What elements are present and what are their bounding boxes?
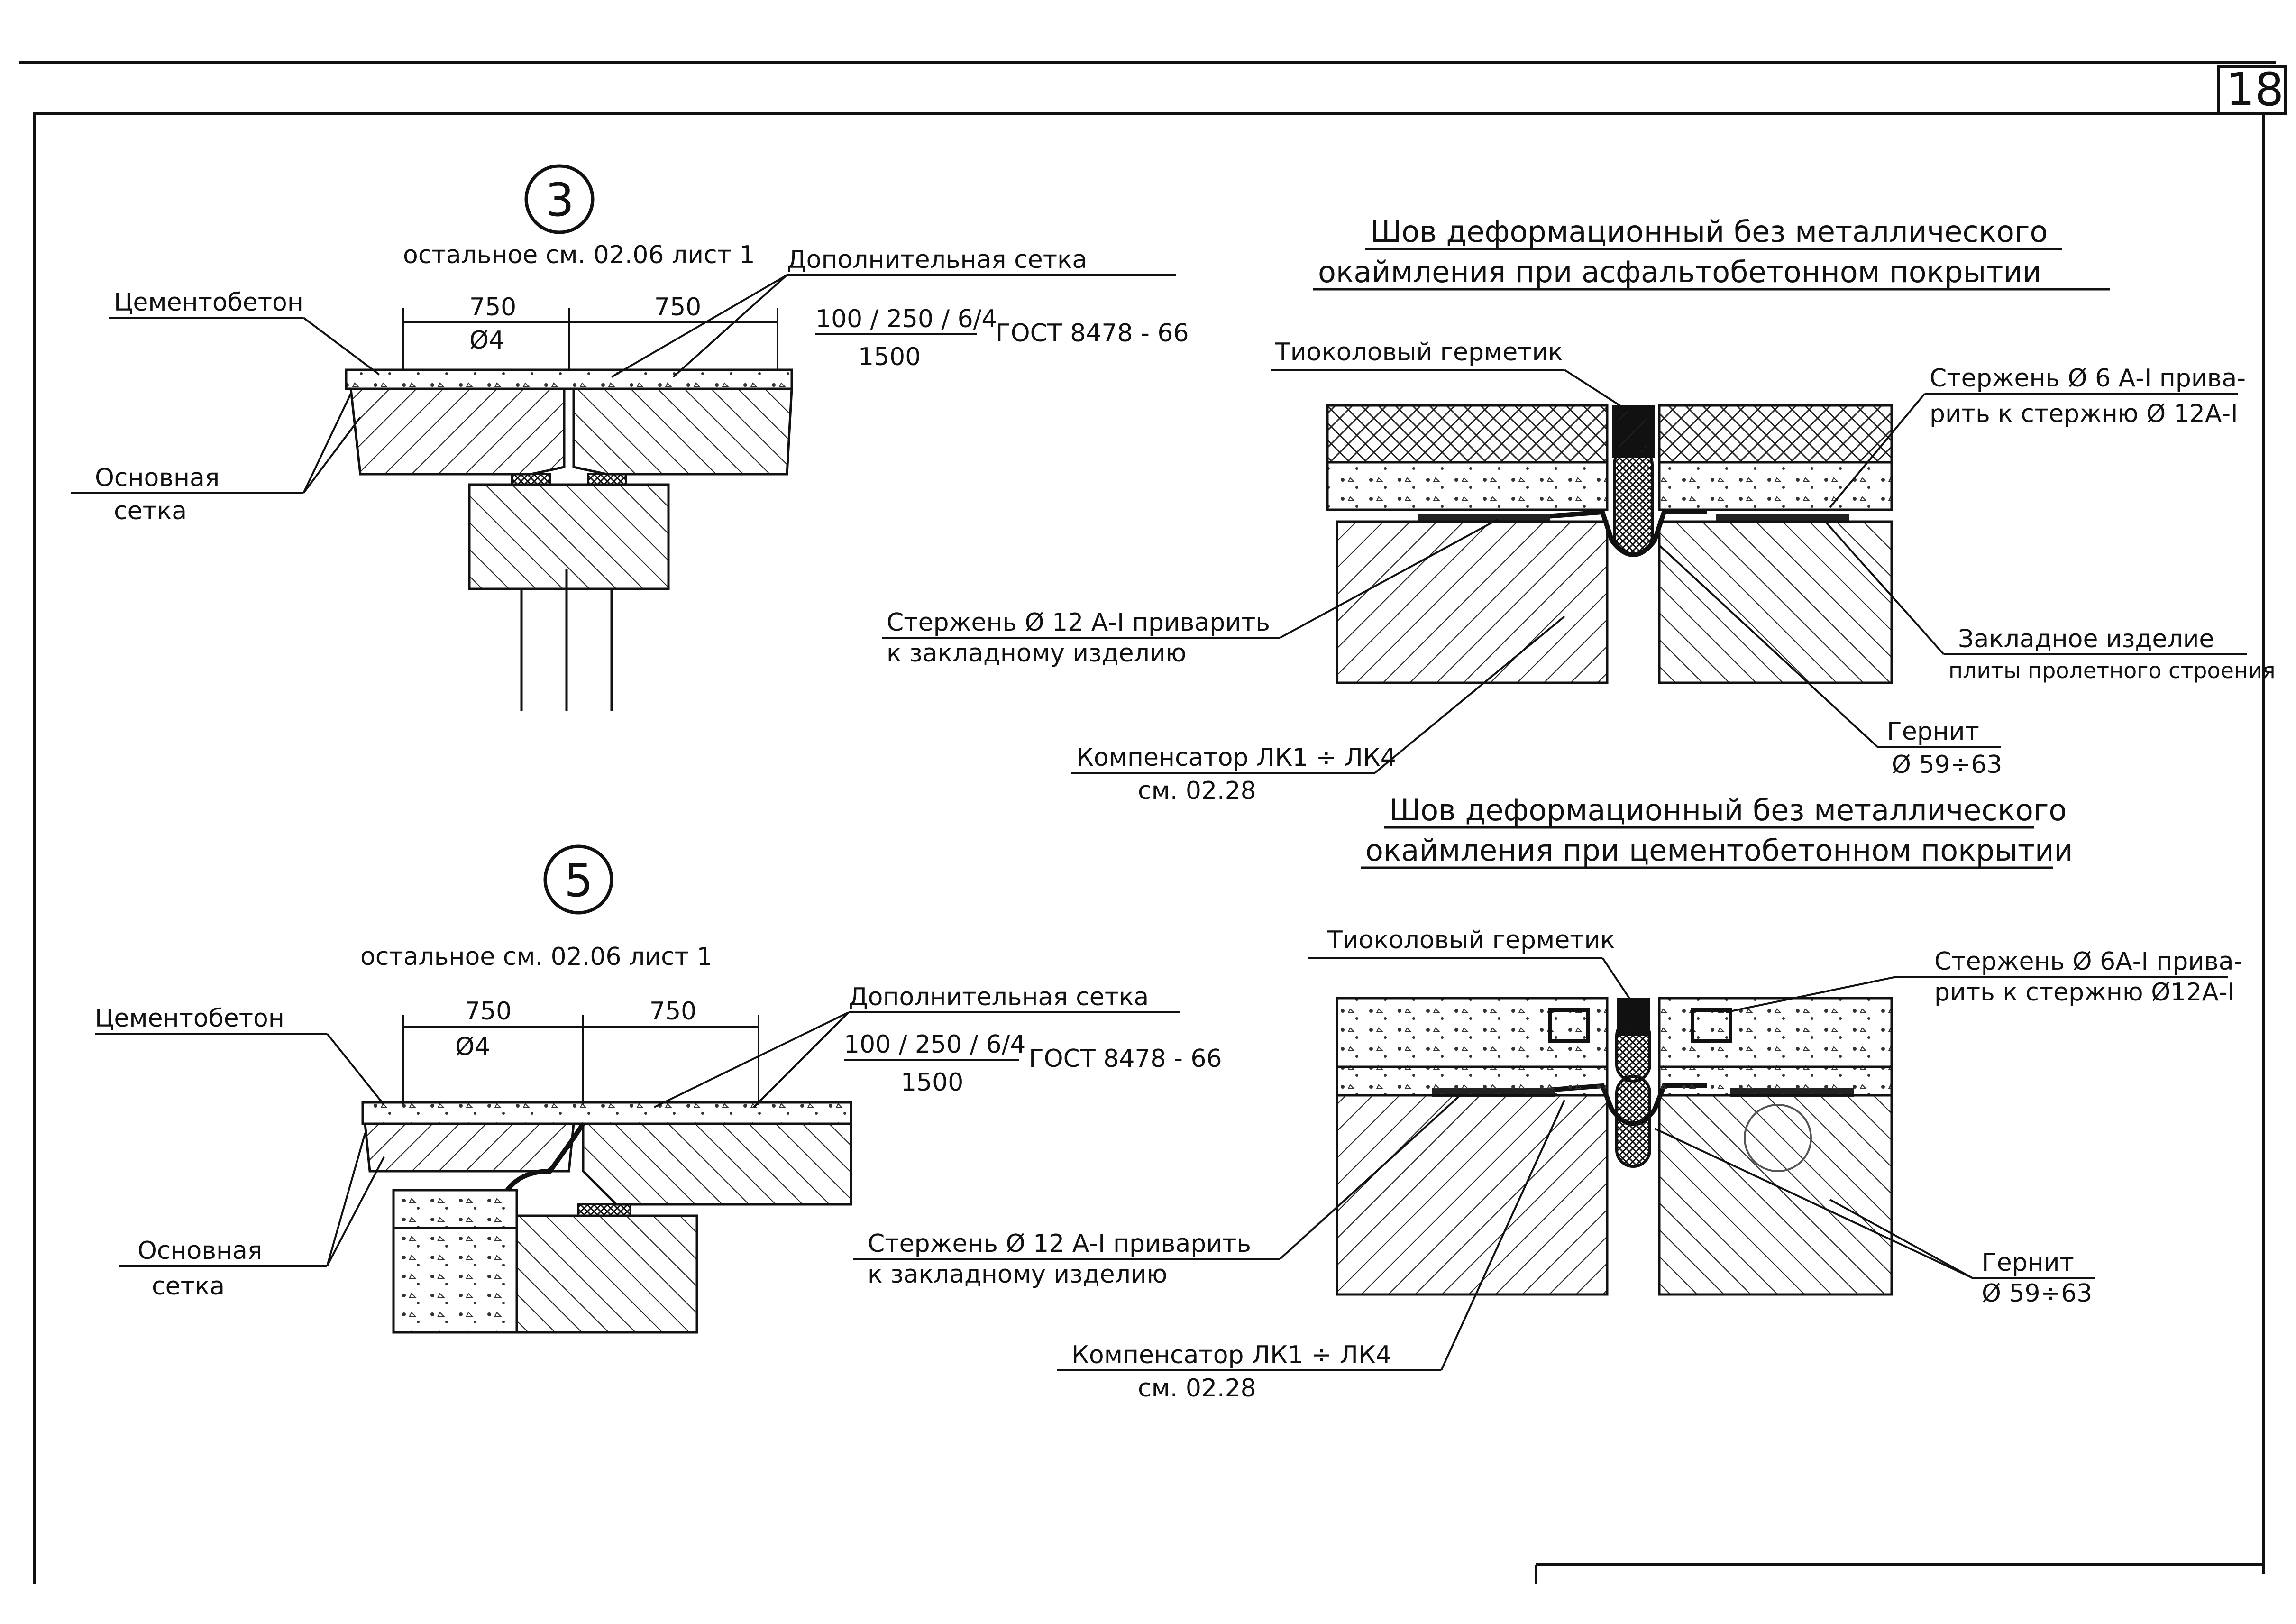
joint-cement-slab-left [1336, 1094, 1609, 1296]
detail-5-dim-left: 750 [465, 997, 512, 1026]
detail-3-bar-dia: Ø4 [469, 326, 504, 355]
detail-3-marker: 3 [545, 174, 574, 227]
detail-5-marker: 5 [564, 854, 593, 907]
joint-asphalt-leaders [882, 369, 2247, 774]
joint-asphalt-compensator [1540, 509, 1707, 557]
sheet-frame [19, 61, 2287, 1584]
detail-5-topping [361, 1101, 852, 1125]
detail-3-slab-right [572, 387, 793, 476]
detail-3-label-concrete: Цементобетон [114, 288, 303, 317]
joint-cement-gernit-top [1615, 1018, 1651, 1083]
joint-asphalt-slab-right [1658, 520, 1893, 684]
joint-cement-slab-right [1658, 1094, 1893, 1296]
joint-asphalt-rod6-2: рить к стержню Ø 12А-I [1930, 400, 2238, 428]
detail-3-add-mesh-len: 1500 [858, 343, 921, 371]
detail-5-bearing [577, 1203, 631, 1217]
joint-cement-rod12-1: Стержень Ø 12 А-I приварить [868, 1229, 1251, 1258]
detail-5-label-concrete: Цементобетон [95, 1004, 284, 1033]
joint-asphalt-gernit-1: Гернит [1887, 717, 1979, 746]
joint-cement-rod6-1: Стержень Ø 6А-I прива- [1934, 947, 2242, 976]
detail-5-note: остальное см. 02.06 лист 1 [360, 943, 713, 971]
detail-5-add-mesh-title: Дополнительная сетка [849, 983, 1149, 1011]
joint-asphalt-slab-left [1336, 520, 1609, 684]
detail-5-abutment-wall [392, 1189, 518, 1229]
detail-5: 5 остальное см. 02.06 лист 1 750 750 Ø4 [95, 844, 1222, 1334]
detail-5-slab-left [364, 1122, 575, 1173]
joint-cement-rod12-2: к закладному изделию [868, 1260, 1167, 1289]
detail-3-label-main-mesh-1: Основная [95, 464, 220, 492]
detail-3-dimension [402, 308, 778, 370]
joint-cement-leaders [853, 957, 2228, 1371]
joint-asphalt-comp-1: Компенсатор ЛК1 ÷ ЛК4 [1076, 743, 1396, 772]
detail-5-dimension [402, 1015, 759, 1105]
detail-3-dim-right: 750 [654, 293, 701, 321]
joint-asphalt-rod6-1: Стержень Ø 6 А-I прива- [1930, 364, 2246, 393]
joint-asphalt-title-1: Шов деформационный без металлического [1370, 214, 2048, 249]
joint-cement-screed-right [1658, 1065, 1893, 1097]
detail-3-bearing-right [587, 473, 627, 486]
detail-3-topping [345, 368, 793, 390]
detail-3: 3 остальное см. 02.06 лист 1 750 750 Ø4 [71, 164, 1189, 711]
joint-cement-screed-left [1336, 1065, 1609, 1097]
detail-3-label-main-mesh-2: сетка [114, 497, 187, 525]
joint-asphalt-rod12-1: Стержень Ø 12 А-I приварить [887, 608, 1270, 637]
joint-asphalt-screed-right [1658, 461, 1893, 511]
joint-cement-comp-1: Компенсатор ЛК1 ÷ ЛК4 [1071, 1341, 1391, 1369]
detail-5-leaders [95, 1011, 1180, 1267]
joint-cement-rod6-2: рить к стержню Ø12А-I [1934, 978, 2235, 1007]
joint-cement-callout-circle [1744, 1104, 1812, 1172]
detail-3-dim-left: 750 [469, 293, 516, 321]
detail-5-slab-right [582, 1122, 852, 1206]
joint-cement-rod-left [1548, 1008, 1590, 1043]
joint-cement-title-1: Шов деформационный без металлического [1389, 793, 2067, 827]
detail-5-dim-right: 750 [649, 997, 696, 1026]
joint-cement-sealant-label: Тиоколовый герметик [1327, 926, 1615, 954]
joint-asphalt-gernit-2: Ø 59÷63 [1892, 751, 2002, 779]
detail-5-add-mesh-spec: 100 / 250 / 6/4 [844, 1030, 1025, 1059]
joint-asphalt-comp-2: см. 02.28 [1138, 777, 1256, 805]
detail-3-add-mesh-std: ГОСТ 8478 - 66 [996, 319, 1189, 348]
detail-5-label-main-mesh-1: Основная [137, 1237, 262, 1265]
detail-3-note: остальное см. 02.06 лист 1 [403, 241, 755, 269]
detail-3-slab-left [349, 387, 566, 476]
detail-5-marker-circle [543, 844, 613, 915]
joint-asphalt-screed-left [1326, 461, 1609, 511]
joint-asphalt-title-2: окаймления при асфальтобетонном покрытии [1318, 255, 2041, 289]
detail-5-label-main-mesh-2: сетка [152, 1272, 225, 1301]
joint-cement-title-2: окаймления при цементобетонном покрытии [1365, 833, 2073, 868]
detail-5-add-mesh-std: ГОСТ 8478 - 66 [1029, 1045, 1222, 1073]
joint-asphalt-pavement-right [1658, 404, 1893, 464]
joint-asphalt-gernit [1613, 444, 1654, 556]
joint-asphalt-sealant-label: Тиоколовый герметик [1275, 338, 1563, 367]
detail-3-pier-cap [468, 483, 670, 590]
joint-asphalt: Шов деформационный без металлического ок… [882, 214, 2276, 805]
joint-cement-gernit-1: Гернит [1982, 1248, 2074, 1277]
detail-3-marker-circle [524, 164, 595, 234]
joint-cement-compensator [1540, 1083, 1707, 1126]
joint-asphalt-embed-2: плиты пролетного строения [1948, 658, 2276, 683]
joint-asphalt-pavement-left [1326, 404, 1609, 464]
detail-5-bar-dia: Ø4 [455, 1033, 490, 1061]
joint-asphalt-embed-1: Закладное изделие [1958, 625, 2214, 653]
detail-3-column [520, 569, 613, 711]
detail-5-compensator [505, 1122, 585, 1192]
detail-3-add-mesh-title: Дополнительная сетка [787, 246, 1087, 274]
detail-3-leaders [71, 274, 1176, 494]
detail-5-abutment [515, 1214, 698, 1334]
detail-3-add-mesh-spec: 100 / 250 / 6/4 [815, 305, 997, 333]
joint-cement-rod-right [1691, 1008, 1732, 1043]
joint-cement-gernit-2: Ø 59÷63 [1982, 1279, 2092, 1308]
detail-5-add-mesh-len: 1500 [901, 1068, 963, 1097]
detail-5-abutment-fill [392, 1227, 518, 1334]
sheet-number: 18 [2226, 63, 2284, 116]
joint-cement: Шов деформационный без металлического ок… [853, 793, 2242, 1403]
detail-3-bearing-left [511, 473, 551, 486]
joint-cement-comp-2: см. 02.28 [1138, 1374, 1256, 1403]
joint-asphalt-rod12-2: к закладному изделию [887, 639, 1186, 668]
